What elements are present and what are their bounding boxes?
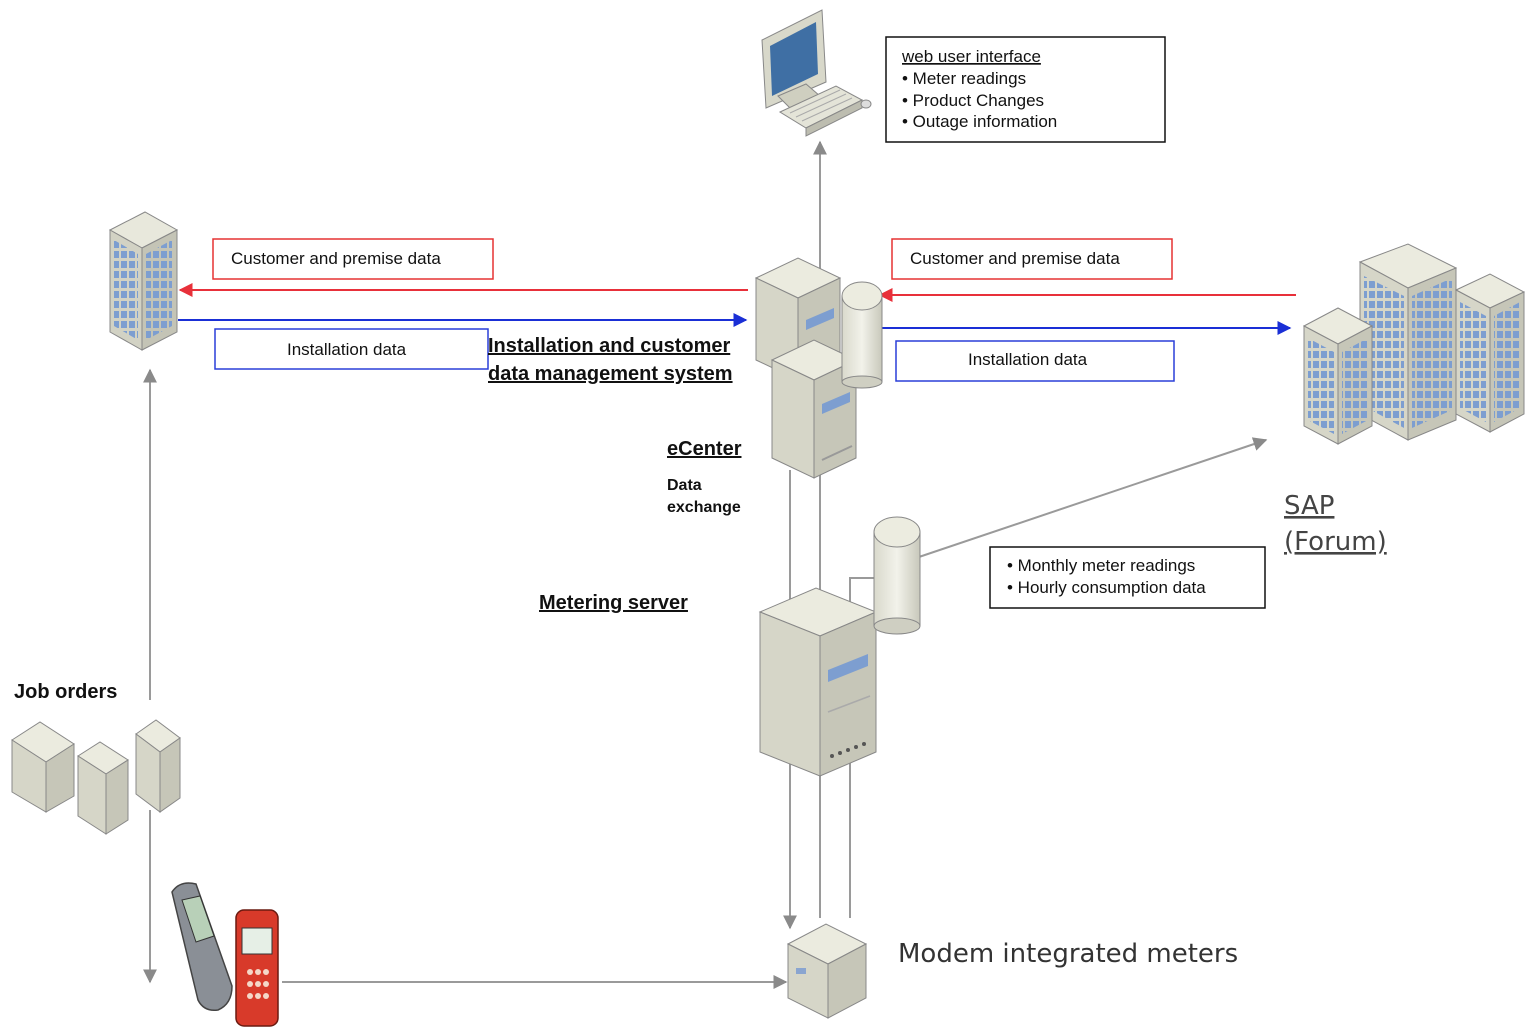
left-blue-box: Installation data bbox=[214, 328, 489, 370]
web-ui-box: web user interface • Meter readings • Pr… bbox=[885, 36, 1166, 143]
sap-buildings-icon bbox=[1302, 243, 1526, 445]
sap-label-line1: SAP bbox=[1284, 491, 1334, 521]
left-red-box: Customer and premise data bbox=[212, 238, 494, 280]
right-red-label: Customer and premise data bbox=[910, 249, 1120, 268]
mobile-phones-icon bbox=[171, 882, 279, 1027]
arrow-db-to-sap bbox=[909, 437, 1268, 561]
web-ui-item: • Outage information bbox=[902, 112, 1057, 131]
server-cluster-icon bbox=[754, 257, 858, 479]
right-blue-label: Installation data bbox=[968, 350, 1088, 369]
left-blue-label: Installation data bbox=[287, 340, 407, 359]
job-order-buildings-icon bbox=[11, 719, 181, 835]
modem-label: Modem integrated meters bbox=[898, 939, 1238, 969]
left-red-label: Customer and premise data bbox=[231, 249, 441, 268]
ecenter-label: eCenter bbox=[667, 438, 742, 460]
database-cylinder-icon bbox=[841, 281, 883, 389]
desktop-computer-icon bbox=[761, 9, 872, 137]
metering-item: • Monthly meter readings bbox=[1007, 556, 1195, 575]
job-orders-label: Job orders bbox=[14, 681, 117, 703]
right-blue-box: Installation data bbox=[895, 340, 1175, 382]
data-exchange-label-line1: Data bbox=[667, 477, 702, 494]
metering-item: • Hourly consumption data bbox=[1007, 578, 1206, 597]
icdms-label-line2: data management system bbox=[488, 363, 733, 385]
data-exchange-label-line2: exchange bbox=[667, 499, 741, 516]
icdms-label-line1: Installation and customer bbox=[488, 335, 730, 357]
web-ui-item: • Product Changes bbox=[902, 91, 1044, 110]
office-building-icon bbox=[108, 211, 179, 351]
web-ui-item: • Meter readings bbox=[902, 69, 1026, 88]
database-cylinder-icon bbox=[873, 516, 921, 635]
metering-server-icon bbox=[758, 587, 878, 777]
web-ui-title: web user interface bbox=[901, 47, 1041, 66]
metering-server-label: Metering server bbox=[539, 592, 688, 614]
metering-data-box: • Monthly meter readings • Hourly consum… bbox=[989, 546, 1266, 609]
modem-meter-icon bbox=[786, 923, 868, 1019]
right-red-box: Customer and premise data bbox=[891, 238, 1173, 280]
sap-label-line2: (Forum) bbox=[1284, 527, 1387, 557]
